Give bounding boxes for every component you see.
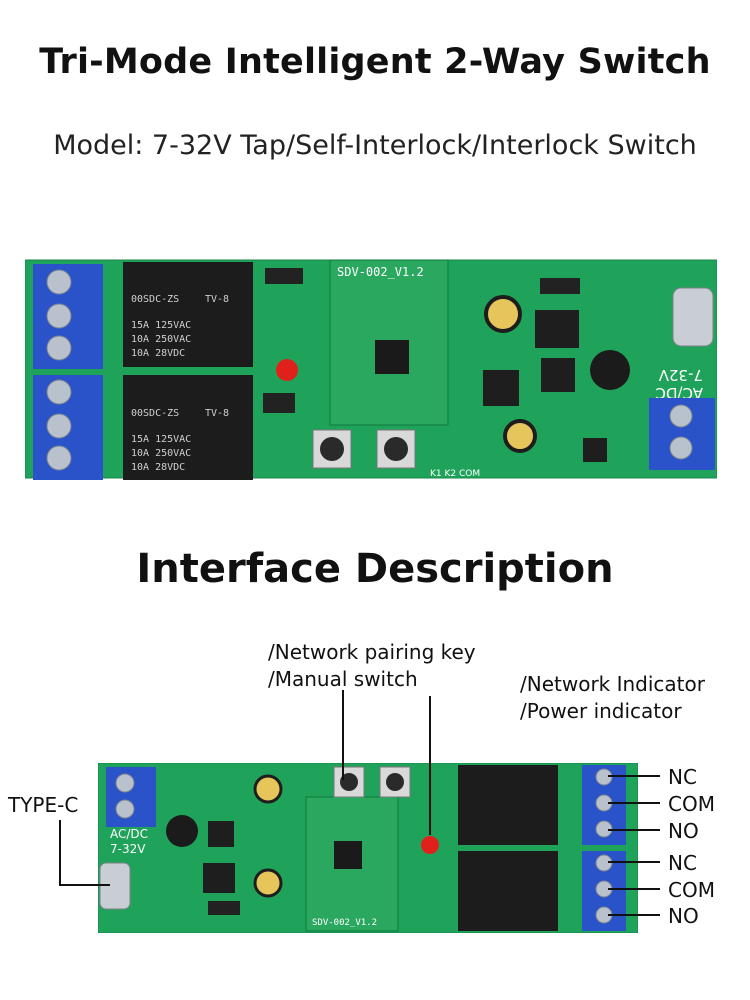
svg-text:SDV-002_V1.2: SDV-002_V1.2 xyxy=(312,918,377,928)
svg-text:7-32V: 7-32V xyxy=(110,842,146,856)
button-pairing-bottom xyxy=(333,766,365,798)
usb-c-port xyxy=(672,287,714,347)
model-subtitle: Model: 7-32V Tap/Self-Interlock/Interloc… xyxy=(53,130,697,161)
svg-text:7-32V: 7-32V xyxy=(658,366,703,384)
relay-2-bottom xyxy=(458,851,558,931)
callout-network-indicator: /Network Indicator xyxy=(520,672,705,696)
relay-2 xyxy=(123,375,253,480)
svg-text:AC/DC: AC/DC xyxy=(655,384,703,402)
svg-text:TV-8: TV-8 xyxy=(205,408,229,419)
callout-type-c: TYPE-C xyxy=(8,793,79,817)
svg-text:00SDC-ZS: 00SDC-ZS xyxy=(131,294,179,305)
relay1-no-label: NO xyxy=(668,819,699,843)
relay1-com-label: COM xyxy=(668,792,715,816)
callout-power-indicator: /Power indicator xyxy=(520,699,682,723)
svg-text:10A 28VDC: 10A 28VDC xyxy=(131,462,185,473)
svg-text:00SDC-ZS: 00SDC-ZS xyxy=(131,408,179,419)
relay2-com-label: COM xyxy=(668,878,715,902)
svg-text:10A 250VAC: 10A 250VAC xyxy=(131,334,191,345)
section-title: Interface Description xyxy=(136,546,614,592)
callout-manual-switch: /Manual switch xyxy=(268,667,418,691)
relay-1 xyxy=(123,262,253,367)
svg-text:15A 125VAC: 15A 125VAC xyxy=(131,320,191,331)
power-led xyxy=(276,359,298,381)
svg-text:SDV-002_V1.2: SDV-002_V1.2 xyxy=(337,265,424,279)
bottom-board-image: AC/DC 7-32V SDV-002_V1.2 xyxy=(98,763,638,933)
terminal-block-left xyxy=(33,264,103,480)
relay2-no-label: NO xyxy=(668,904,699,928)
relay-1-bottom xyxy=(458,765,558,845)
svg-text:10A 250VAC: 10A 250VAC xyxy=(131,448,191,459)
svg-text:K1 K2 COM: K1 K2 COM xyxy=(430,469,480,479)
relay1-nc-label: NC xyxy=(668,765,697,789)
svg-text:AC/DC: AC/DC xyxy=(110,827,148,841)
power-led-bottom xyxy=(421,836,439,854)
svg-text:15A 125VAC: 15A 125VAC xyxy=(131,434,191,445)
svg-text:10A 28VDC: 10A 28VDC xyxy=(131,348,185,359)
top-board-image: 00SDC-ZS TV-8 15A 125VAC 10A 250VAC 10A … xyxy=(25,259,717,480)
svg-text:TV-8: TV-8 xyxy=(205,294,229,305)
page-title: Tri-Mode Intelligent 2-Way Switch xyxy=(39,42,711,82)
relay2-nc-label: NC xyxy=(668,851,697,875)
callout-pairing-key: /Network pairing key xyxy=(268,640,476,664)
